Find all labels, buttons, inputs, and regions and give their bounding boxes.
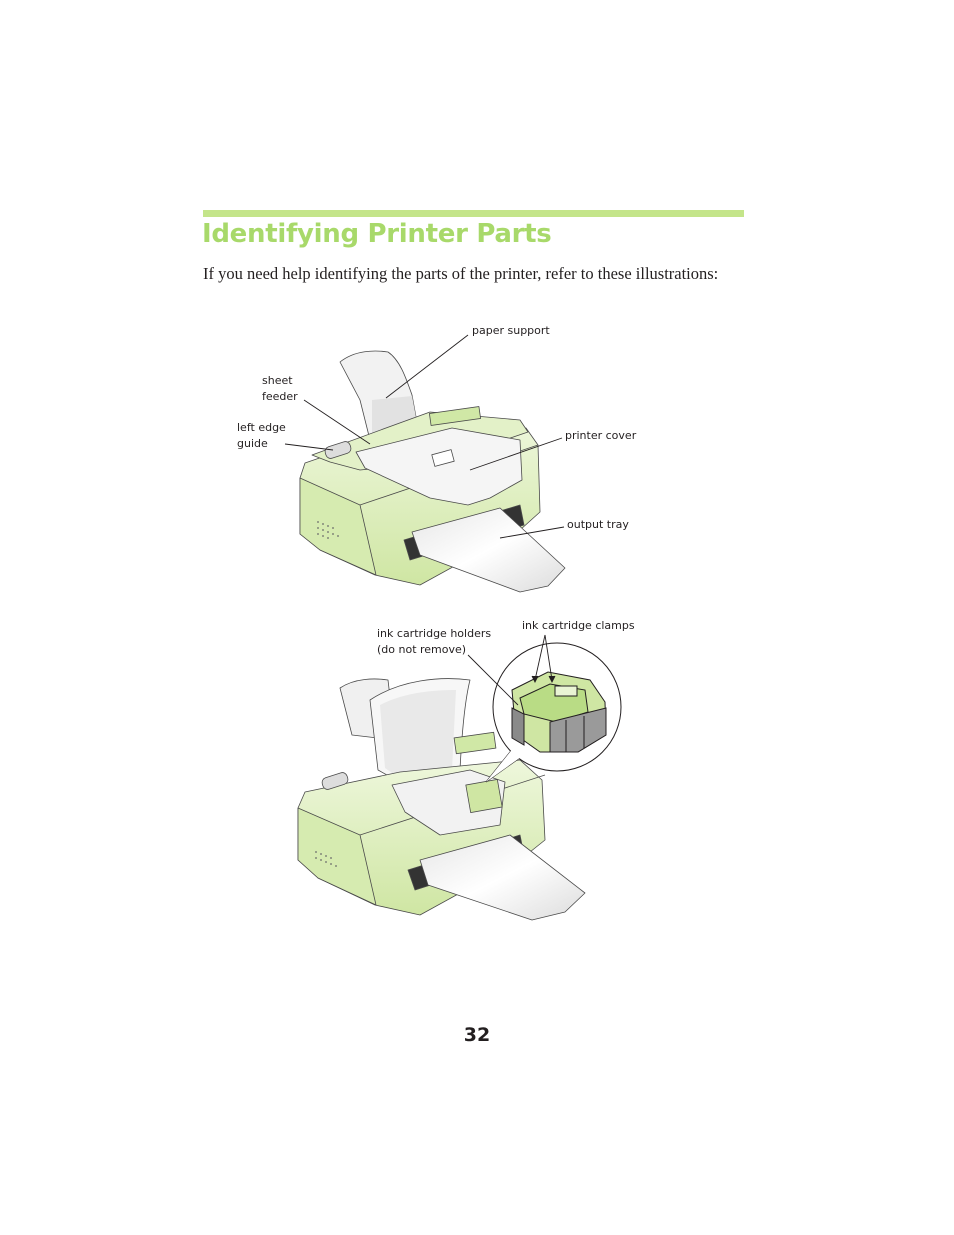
- printer-open-illustration: [297, 678, 586, 921]
- label-output-tray: output tray: [567, 518, 629, 531]
- cartridge-holder-small: [465, 779, 503, 813]
- printer-cover-shape: [355, 427, 523, 506]
- output-tray-shape-2: [419, 834, 586, 921]
- intro-paragraph: If you need help identifying the parts o…: [203, 264, 719, 283]
- printer-closed-illustration: [299, 350, 566, 593]
- label-left-edge-guide-line2: guide: [237, 437, 268, 450]
- label-printer-cover: printer cover: [565, 429, 637, 442]
- output-tray-shape: [411, 507, 566, 593]
- label-paper-support: paper support: [472, 324, 550, 337]
- page-title: Identifying Printer Parts: [202, 219, 552, 249]
- label-sheet-feeder-line2: feeder: [262, 390, 298, 403]
- label-ink-cartridge-clamps: ink cartridge clamps: [522, 619, 635, 632]
- page-number: 32: [463, 1024, 491, 1046]
- label-sheet-feeder-line1: sheet: [262, 374, 293, 387]
- heading-rule: [203, 210, 744, 217]
- callout-lines-figure1: [284, 334, 565, 539]
- label-ink-cartridge-holders: ink cartridge holders (do not remove): [377, 626, 491, 658]
- label-left-edge-guide-line1: left edge: [237, 421, 286, 434]
- label-sheet-feeder: sheet feeder: [262, 373, 298, 405]
- left-edge-guide-shape: [324, 441, 352, 459]
- label-left-edge-guide: left edge guide: [237, 420, 286, 452]
- label-holders-line2: (do not remove): [377, 643, 467, 656]
- vent-dots-2: [315, 851, 337, 867]
- vent-dots: [317, 521, 339, 539]
- label-holders-line1: ink cartridge holders: [377, 627, 492, 640]
- cartridge-holder-inset: [485, 642, 622, 783]
- callout-lines-figure2: [467, 634, 556, 706]
